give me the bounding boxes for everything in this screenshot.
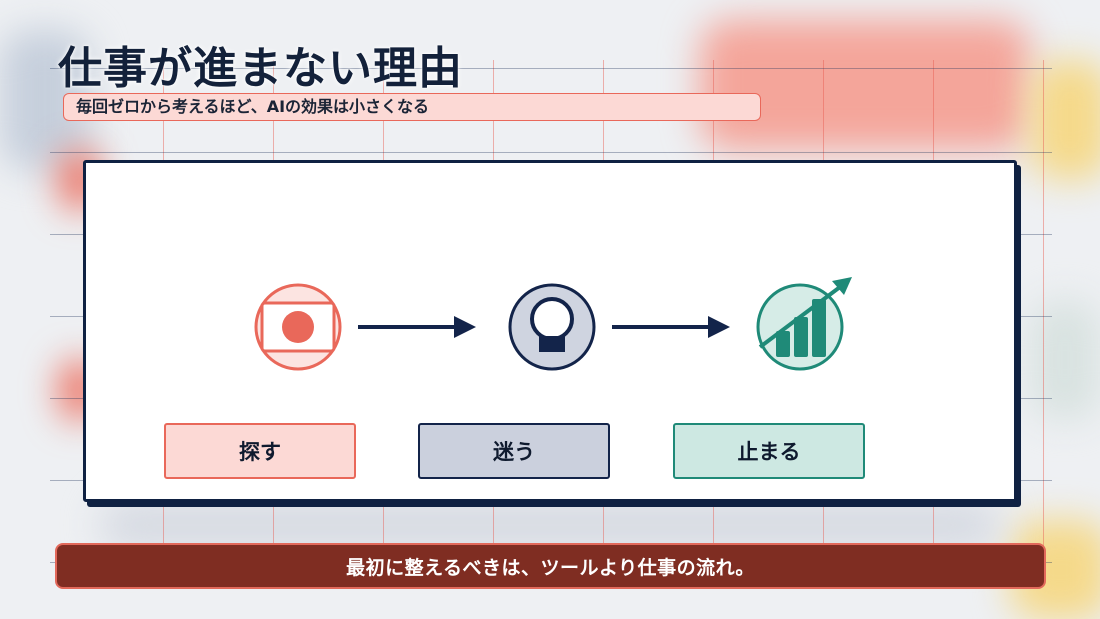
subtitle-banner: 毎回ゼロから考えるほど、AIの効果は小さくなる — [63, 93, 761, 121]
arrow-right-icon — [612, 316, 730, 338]
grid-line — [50, 68, 1052, 69]
lightbulb-icon — [508, 283, 596, 371]
step-hesitate-button[interactable]: 迷う — [418, 423, 610, 479]
window-record-icon — [254, 283, 342, 371]
background-blob — [1030, 60, 1100, 180]
step-stop-button[interactable]: 止まる — [673, 423, 865, 479]
growth-chart-icon — [756, 277, 852, 371]
arrow-right-icon — [358, 316, 476, 338]
background-blob — [700, 20, 1030, 150]
grid-line — [1043, 60, 1044, 564]
step-search-button[interactable]: 探す — [164, 423, 356, 479]
background-blob — [1030, 300, 1100, 420]
process-flow-panel: 探す 迷う 止まる — [83, 160, 1017, 502]
background-blob — [100, 500, 1000, 550]
grid-line — [50, 152, 1052, 153]
footer-message-bar: 最初に整えるべきは、ツールより仕事の流れ。 — [55, 543, 1046, 589]
page-title: 仕事が進まない理由 — [58, 43, 463, 94]
